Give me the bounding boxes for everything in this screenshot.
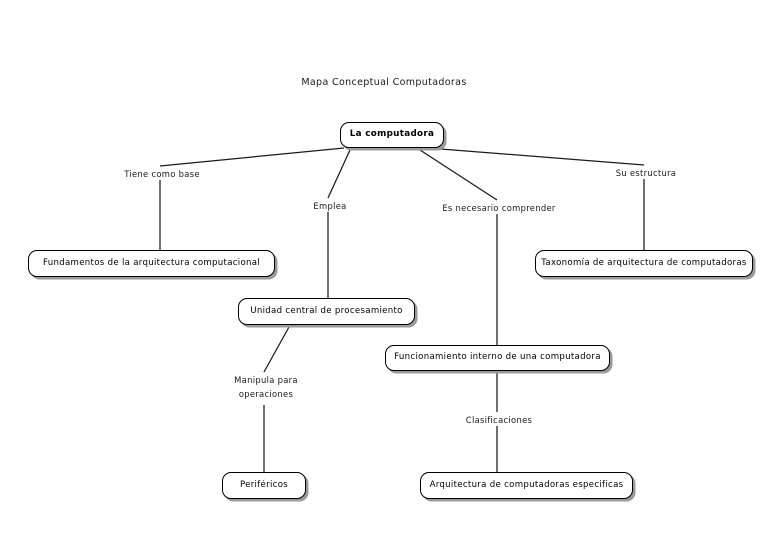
node-taxonomia-arquitectura-computadoras[interactable]: Taxonomía de arquitectura de computadora… — [535, 250, 753, 277]
link-label-emplea: Emplea — [288, 200, 372, 213]
link-label-es-necesario-comprender: Es necesario comprender — [427, 202, 571, 215]
link-label-clasificaciones: Clasificaciones — [447, 414, 551, 427]
edge-root-emplea — [327, 149, 351, 199]
link-label-tiene-como-base: Tiene como base — [110, 168, 214, 181]
page-title: Mapa Conceptual Computadoras — [301, 77, 467, 88]
node-arquitectura-computadoras-especificas[interactable]: Arquitectura de computadoras especificas — [420, 472, 633, 499]
edge-root-tiene-como-base — [159, 147, 345, 167]
link-label-manipula-para-operaciones-line2: operaciones — [214, 388, 318, 401]
node-fundamentos-arquitectura-computacional[interactable]: Fundamentos de la arquitectura computaci… — [28, 250, 275, 277]
node-funcionamiento-interno-computadora[interactable]: Funcionamiento interno de una computador… — [385, 345, 610, 371]
node-perifericos[interactable]: Periféricos — [222, 472, 306, 499]
link-label-manipula-para-operaciones-line1: Manipula para — [214, 374, 318, 387]
node-unidad-central-procesamiento[interactable]: Unidad central de procesamiento — [238, 298, 415, 325]
edge-root-su-estructura — [427, 147, 645, 166]
edge-cpu-manipula — [263, 326, 290, 373]
edge-root-es-necesario — [419, 149, 498, 201]
link-label-su-estructura: Su estructura — [594, 167, 698, 180]
node-la-computadora[interactable]: La computadora — [340, 122, 444, 148]
